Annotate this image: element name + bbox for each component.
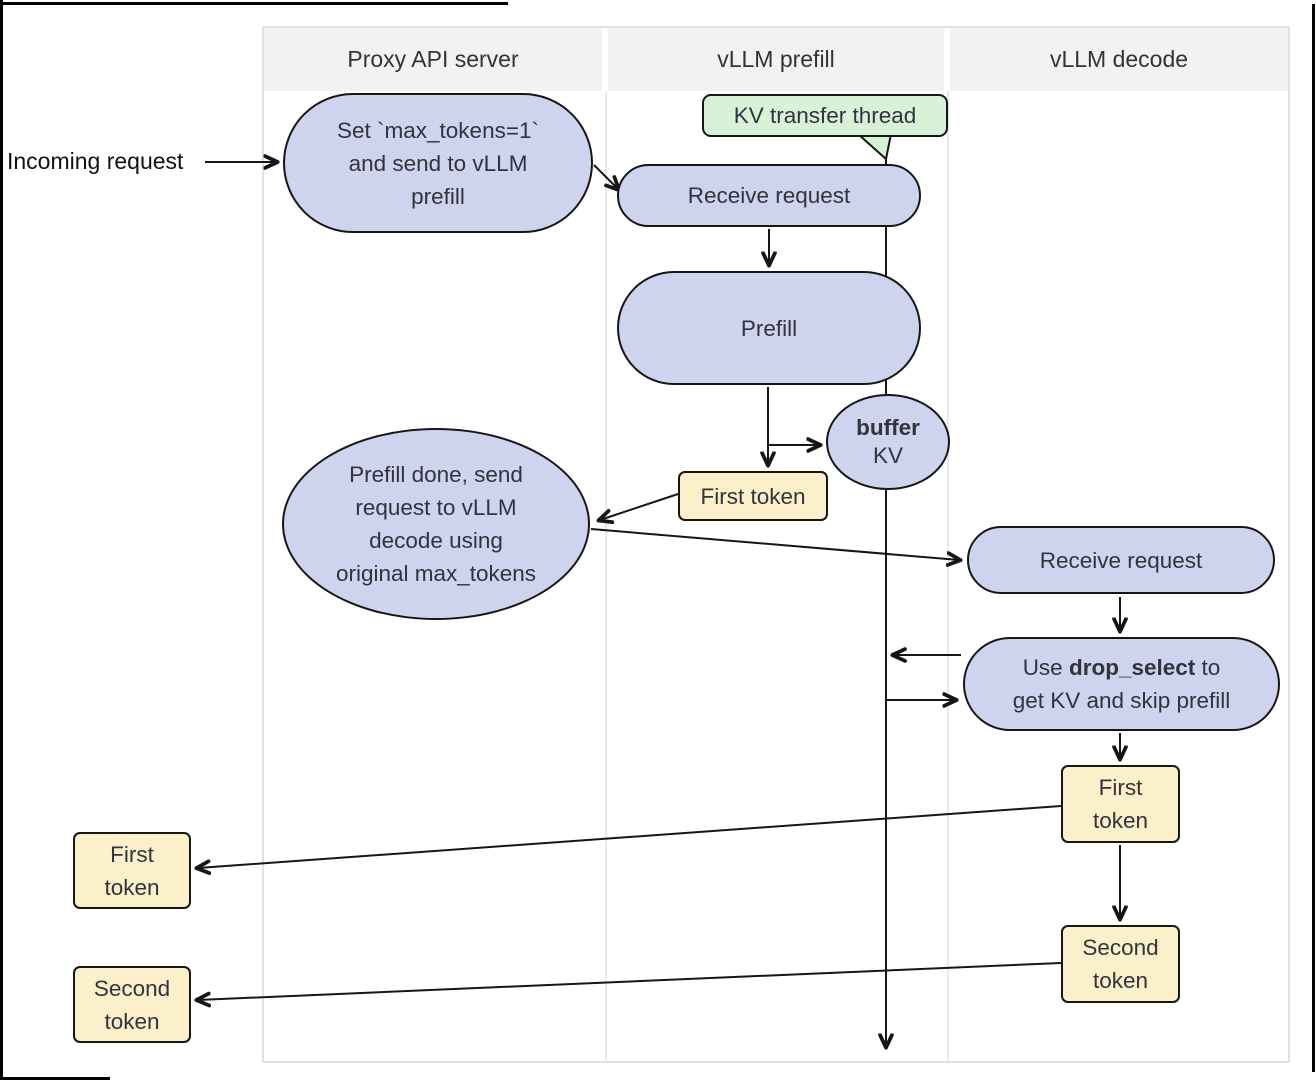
node-receive-request-prefill: Receive request (617, 164, 921, 227)
node-kv-transfer-thread: KV transfer thread (702, 94, 948, 137)
frame-edge-left (0, 0, 3, 1080)
node-buffer-kv-bold: buffer (856, 415, 920, 440)
node-first-token-out-line2: token (104, 874, 160, 900)
node-set-max-tokens-line3: prefill (411, 183, 465, 209)
node-drop-select-post: to (1201, 655, 1221, 680)
node-prefill-done-line3: decode using (369, 528, 503, 553)
node-first-token-decode-line2: token (1092, 808, 1149, 833)
lane-header-decode: vLLM decode (950, 28, 1288, 91)
node-first-token-prefill: First token (678, 471, 828, 521)
lane-divider-2 (947, 91, 949, 1061)
lane-header-prefill-label: vLLM prefill (717, 46, 835, 72)
node-second-token-out-line1: Second (93, 975, 171, 1001)
node-first-token-out-line1: First (110, 841, 154, 867)
node-buffer-kv-normal: KV (872, 443, 903, 468)
node-set-max-tokens: Set `max_tokens=1` and send to vLLM pref… (283, 93, 593, 233)
node-prefill-done-line4: original max_tokens (335, 561, 537, 586)
node-prefill: Prefill (617, 271, 921, 385)
frame-edge-right (1312, 4, 1315, 1072)
node-first-token-prefill-label: First token (700, 483, 806, 509)
node-second-token-decode: Second token (1061, 925, 1180, 1003)
frame-edge-top (0, 2, 508, 5)
node-receive-request-decode-label: Receive request (1039, 547, 1203, 573)
node-first-token-out: First token (73, 832, 191, 909)
node-set-max-tokens-line2: and send to vLLM (348, 150, 528, 176)
node-receive-request-prefill-label: Receive request (687, 183, 851, 208)
node-second-token-decode-line2: token (1092, 968, 1149, 993)
lane-header-decode-label: vLLM decode (1049, 46, 1189, 72)
frame-edge-bottom (0, 1077, 110, 1080)
node-first-token-decode-line1: First (1098, 775, 1143, 800)
node-set-max-tokens-line1: Set `max_tokens=1` (337, 117, 539, 143)
node-kv-transfer-thread-label: KV transfer thread (733, 103, 917, 128)
node-receive-request-decode: Receive request (967, 526, 1275, 594)
node-second-token-out-line2: token (104, 1008, 160, 1034)
node-prefill-done: Prefill done, send request to vLLM decod… (282, 428, 590, 620)
node-prefill-done-line1: Prefill done, send (349, 462, 523, 487)
node-prefill-done-line2: request to vLLM (355, 495, 517, 520)
node-prefill-label: Prefill (740, 315, 798, 341)
node-drop-select-pre: Use (1022, 655, 1063, 680)
node-second-token-decode-line1: Second (1082, 935, 1159, 960)
lane-header-proxy-label: Proxy API server (347, 46, 519, 72)
incoming-request-label: Incoming request (7, 148, 184, 174)
node-drop-select: Use drop_select to get KV and skip prefi… (963, 637, 1280, 731)
node-drop-select-line2: get KV and skip prefill (1012, 688, 1231, 713)
node-first-token-decode: First token (1061, 765, 1180, 843)
node-second-token-out: Second token (73, 966, 191, 1043)
lane-divider-1 (605, 91, 607, 1061)
lane-header-prefill: vLLM prefill (608, 28, 944, 91)
node-drop-select-line1: Use drop_select to (1023, 651, 1221, 684)
lane-header-proxy: Proxy API server (264, 28, 602, 91)
node-drop-select-bold: drop_select (1068, 655, 1196, 680)
node-buffer-kv: buffer KV (826, 394, 950, 490)
